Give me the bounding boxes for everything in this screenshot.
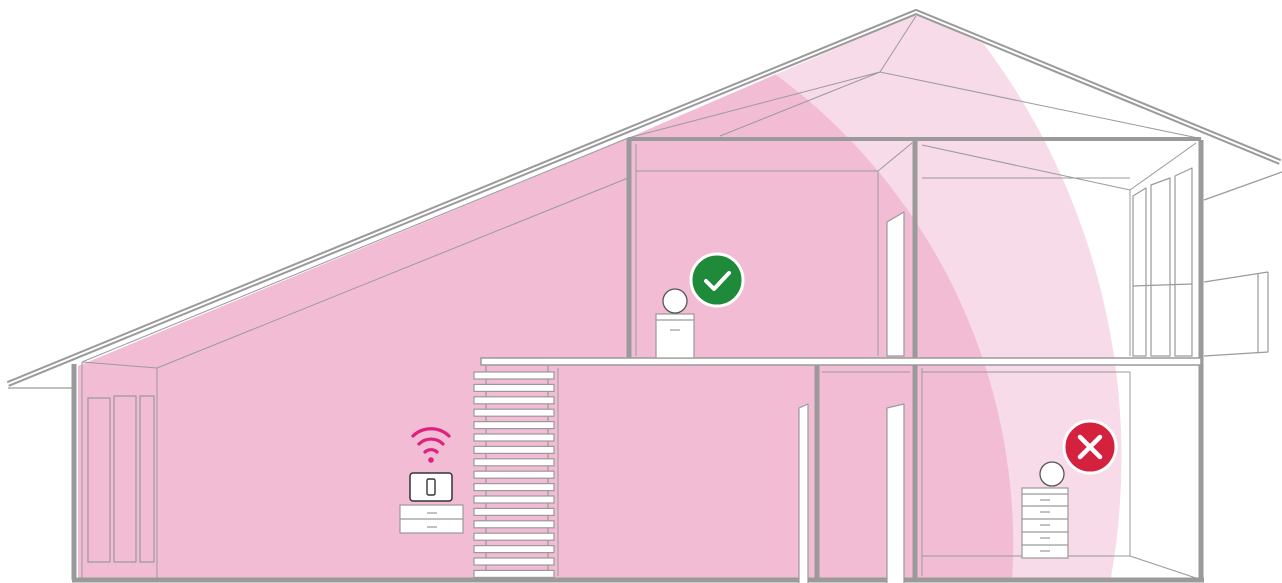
check-circle-icon	[691, 254, 743, 306]
stair-step	[474, 546, 554, 553]
stair-step	[474, 533, 554, 540]
router-cabinet	[400, 505, 463, 533]
stair-step	[474, 409, 554, 416]
right-windows	[1133, 168, 1192, 356]
stair-step	[474, 422, 554, 429]
stair-step	[474, 570, 554, 577]
x-circle-icon	[1064, 421, 1116, 473]
upper-floor-slab	[481, 358, 1201, 365]
stair-step	[474, 384, 554, 391]
stair-step	[474, 521, 554, 528]
wifi-router-icon	[410, 473, 452, 501]
balcony	[1204, 172, 1282, 356]
stair-step	[474, 496, 554, 503]
stair-step	[474, 484, 554, 491]
stair-step	[474, 508, 554, 515]
dresser	[1022, 488, 1068, 558]
staircase	[474, 366, 554, 578]
stair-step	[474, 459, 554, 466]
smart-speaker-icon	[1040, 462, 1064, 486]
stair-step	[474, 434, 554, 441]
stair-step	[474, 446, 554, 453]
stair-step	[474, 397, 554, 404]
wifi-coverage-zones	[78, 14, 1121, 583]
nightstand	[656, 314, 694, 358]
smart-speaker-icon	[663, 289, 687, 313]
stair-step	[474, 558, 554, 565]
stair-step	[474, 471, 554, 478]
stair-step	[474, 372, 554, 379]
